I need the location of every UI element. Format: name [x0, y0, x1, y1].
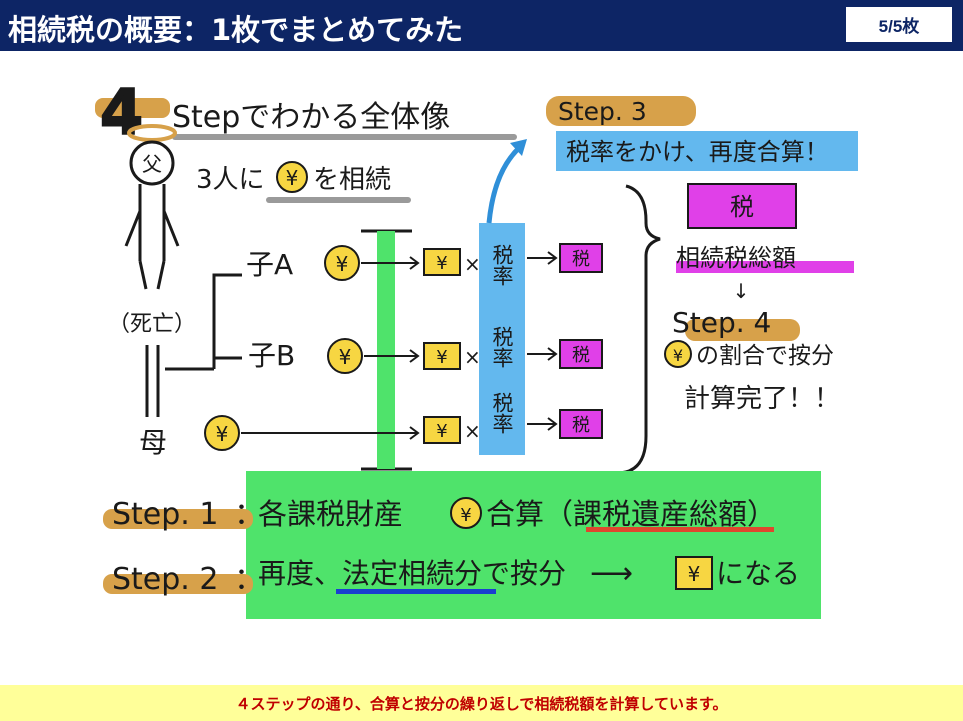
steps-green-box — [246, 471, 821, 619]
step4-coin-symbol: ¥ — [673, 346, 683, 365]
tax-box-mother-label: 税 — [572, 415, 590, 436]
step1-text-a: 各課税財産 — [258, 497, 403, 531]
step4-line1: の割合で按分 — [696, 343, 834, 369]
step3-box — [556, 131, 858, 171]
rate-label-mother: 税率 — [490, 392, 514, 434]
step1-text-b: 合算（課税遺産総額） — [486, 497, 776, 531]
family-connector — [165, 273, 242, 371]
page-indicator: 5/5枚 — [845, 6, 953, 43]
multiply-sign-a: × — [464, 252, 481, 276]
father-face-char: 父 — [142, 152, 162, 176]
tax-box-mother — [559, 409, 603, 439]
coin-symbol-mother: ¥ — [216, 422, 229, 446]
tax-box-b — [559, 339, 603, 369]
caption-bar: ４ステップの通り、合算と按分の繰り返しで相続税額を計算しています。 — [0, 685, 963, 721]
step1-colon: ： — [234, 497, 264, 532]
coin-icon — [276, 161, 308, 193]
step1-label-highlight — [103, 509, 253, 529]
step2-label-highlight — [103, 574, 253, 594]
yen-box-mother-symbol: ¥ — [436, 421, 447, 442]
inheritance-tax-diagram: 4 Stepでわかる全体像 3人に ¥ を相続 父 （死亡） 母 子A 子B ¥… — [95, 75, 858, 619]
yen-box-a-symbol: ¥ — [436, 253, 447, 274]
step3-curved-arrow — [486, 145, 522, 224]
father-face-icon — [129, 140, 175, 186]
rate-arrow-mother — [527, 417, 558, 431]
step1-coin-symbol: ¥ — [460, 505, 471, 526]
tax-box-a — [559, 243, 603, 273]
heir-label-b: 子B — [248, 339, 295, 372]
total-tax-box-label: 税 — [730, 193, 754, 221]
coin-symbol-b: ¥ — [339, 345, 352, 369]
tax-box-b-label: 税 — [572, 345, 590, 366]
arrow-b — [364, 349, 420, 363]
slide-header: 相続税の概要：1枚でまとめてみた 5/5枚 — [0, 0, 963, 51]
step3-text: 税率をかけ、再度合算！ — [566, 138, 829, 166]
heir-label-a: 子A — [246, 248, 293, 281]
rate-arrow-b — [527, 347, 558, 361]
coin-symbol-a: ¥ — [336, 252, 349, 276]
summary-brace — [619, 184, 661, 475]
subheading-prefix: 3人に — [196, 165, 265, 195]
heading-text: Stepでわかる全体像 — [172, 100, 450, 135]
step2-yen-symbol: ¥ — [688, 562, 701, 586]
step1-label: Step. 1 — [112, 497, 218, 532]
step1-coin-icon — [450, 497, 482, 529]
arrow-mother — [241, 426, 420, 440]
step3-arrowhead — [510, 139, 527, 156]
yen-box-a — [423, 248, 461, 276]
total-tax-box — [687, 183, 797, 229]
rate-arrow-a — [527, 251, 558, 265]
yen-box-b — [423, 342, 461, 370]
rate-label-a: 税率 — [490, 244, 514, 286]
subheading-suffix: を相続 — [313, 165, 391, 195]
halo-icon — [127, 124, 177, 142]
step4-line2: 計算完了！！ — [684, 384, 840, 414]
subheading-underline — [266, 197, 411, 203]
coin-icon-a — [324, 245, 360, 281]
step4-coin-icon — [664, 340, 692, 368]
caption-text: ４ステップの通り、合算と按分の繰り返しで相続税額を計算しています。 — [235, 694, 728, 713]
mother-label: 母 — [139, 426, 167, 459]
multiply-sign-mother: × — [464, 419, 481, 443]
heading-underline — [172, 134, 517, 140]
step3-label: Step. 3 — [558, 97, 647, 126]
diagram-canvas: 4 Stepでわかる全体像 3人に ¥ を相続 父 （死亡） 母 子A 子B ¥… — [0, 51, 963, 685]
father-figure-icon — [124, 184, 180, 290]
multiply-sign-b: × — [464, 345, 481, 369]
tax-box-a-label: 税 — [572, 249, 590, 270]
step2-text-b: になる — [716, 557, 800, 590]
down-arrow: ↓ — [733, 279, 750, 303]
step2-colon: ： — [234, 562, 264, 597]
heading-number-highlight — [95, 98, 170, 118]
ibeam-green-bar — [377, 231, 395, 469]
rate-column — [479, 223, 525, 455]
total-tax-label: 相続税総額 — [676, 244, 796, 272]
slide-title: 相続税の概要：1枚でまとめてみた — [8, 13, 464, 47]
step2-arrow: ⟶ — [590, 556, 633, 591]
father-status: （死亡） — [108, 312, 196, 337]
marriage-line — [145, 345, 160, 417]
rate-label-b: 税率 — [490, 326, 514, 368]
total-label-highlight — [676, 261, 854, 273]
yen-box-b-symbol: ¥ — [436, 347, 447, 368]
step3-label-highlight — [546, 96, 696, 126]
coin-icon-symbol: ¥ — [286, 166, 299, 190]
coin-icon-b — [327, 338, 363, 374]
step2-underline — [336, 589, 496, 594]
coin-icon-mother — [204, 415, 240, 451]
yen-box-mother — [423, 416, 461, 444]
arrow-a — [361, 256, 420, 270]
step1-underline — [586, 527, 774, 532]
step4-label: Step. 4 — [672, 306, 771, 339]
step2-text-a: 再度、法定相続分で按分 — [258, 557, 566, 590]
step2-label: Step. 2 — [112, 562, 218, 597]
step4-label-highlight — [685, 319, 800, 341]
step2-yen-box — [675, 556, 713, 590]
